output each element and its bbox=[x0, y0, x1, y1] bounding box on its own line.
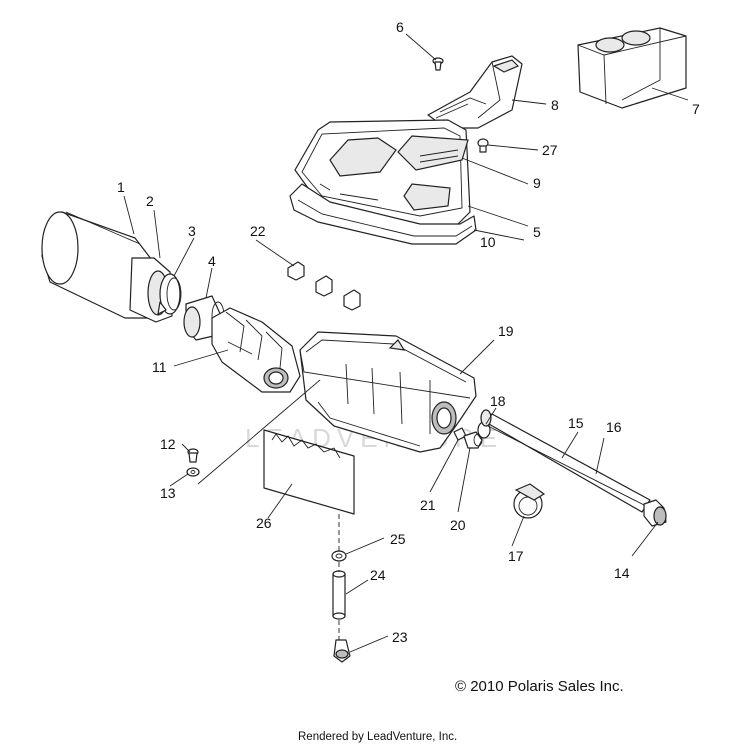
part-3-clamp bbox=[157, 273, 182, 315]
copyright-notice: © 2010 Polaris Sales Inc. bbox=[455, 678, 624, 695]
part-19-airbox-base bbox=[299, 331, 477, 453]
rendered-by-footer: Rendered by LeadVenture, Inc. bbox=[298, 731, 458, 743]
callout-23: 23 bbox=[392, 629, 408, 645]
part-12-screw bbox=[187, 448, 199, 463]
callout-9: 9 bbox=[533, 175, 541, 191]
callout-2: 2 bbox=[146, 193, 154, 209]
callout-20: 20 bbox=[450, 517, 466, 533]
part-14-end-fitting bbox=[643, 499, 667, 527]
part-26-plate bbox=[263, 429, 355, 515]
part-10-gasket bbox=[289, 183, 477, 245]
callout-25: 25 bbox=[390, 531, 406, 547]
part-11-intake-boot bbox=[211, 307, 301, 393]
part-6-screw bbox=[432, 57, 444, 71]
callout-3: 3 bbox=[188, 223, 196, 239]
callout-7: 7 bbox=[692, 101, 700, 117]
callout-27: 27 bbox=[542, 142, 558, 158]
callout-21: 21 bbox=[420, 497, 436, 513]
part-22-clips bbox=[287, 261, 361, 311]
callout-labels: 6 7 8 27 9 5 10 1 2 3 4 11 22 19 12 13 2… bbox=[117, 19, 700, 645]
callout-15: 15 bbox=[568, 415, 584, 431]
callout-10: 10 bbox=[480, 234, 496, 250]
callout-5: 5 bbox=[533, 224, 541, 240]
part-20-plug bbox=[463, 431, 483, 449]
part-1-filter-element bbox=[41, 211, 159, 319]
part-24-drain-tube bbox=[332, 570, 346, 620]
callout-4: 4 bbox=[208, 253, 216, 269]
callout-8: 8 bbox=[551, 97, 559, 113]
callout-14: 14 bbox=[614, 565, 630, 581]
part-17-hose-clamp bbox=[513, 483, 546, 519]
callout-6: 6 bbox=[396, 19, 404, 35]
callout-19: 19 bbox=[498, 323, 514, 339]
part-13-washer bbox=[186, 467, 200, 477]
callout-18: 18 bbox=[490, 393, 506, 409]
callout-13: 13 bbox=[160, 485, 176, 501]
callout-16: 16 bbox=[606, 419, 622, 435]
callout-12: 12 bbox=[160, 436, 176, 452]
callout-11: 11 bbox=[152, 359, 167, 375]
part-8-intake-duct bbox=[427, 55, 523, 129]
callout-22: 22 bbox=[250, 223, 266, 239]
part-5-airbox-cover bbox=[294, 119, 471, 227]
part-25-clamp bbox=[331, 550, 347, 562]
part-27-grommet bbox=[477, 138, 489, 153]
leader-lines bbox=[123, 33, 689, 653]
callout-24: 24 bbox=[370, 567, 386, 583]
callout-17: 17 bbox=[508, 548, 524, 564]
part-23-valve bbox=[333, 639, 351, 663]
callout-26: 26 bbox=[256, 515, 272, 531]
part-7-foam-block bbox=[577, 27, 687, 109]
part-15-16-tube bbox=[480, 409, 651, 513]
callout-1: 1 bbox=[117, 179, 125, 195]
